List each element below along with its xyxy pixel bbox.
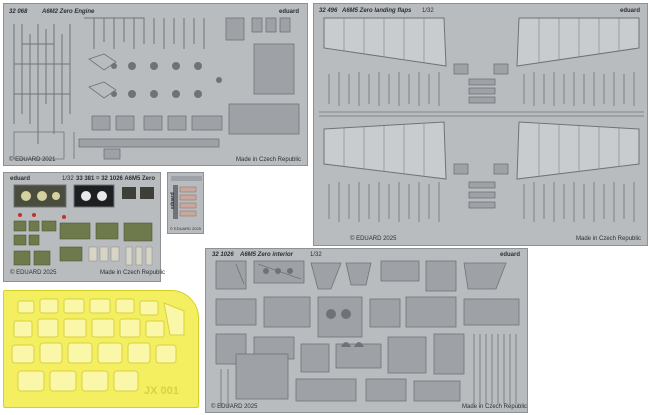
color-fret-parts — [13, 184, 154, 266]
engine-fret: 32 068 A6M2 Zero Engine eduard © EDUARD … — [3, 3, 308, 166]
interior-fret-title: A6M5 Zero interior — [240, 252, 294, 258]
flaps-fret-title: A6M5 Zero landing flaps — [342, 8, 412, 14]
flaps-fret-scale: 1/32 — [422, 8, 434, 14]
color-fret-made: Made in Czech Republic — [100, 270, 166, 276]
flaps-fret-parts — [319, 17, 644, 222]
interior-fret-code: 32 1026 — [212, 252, 234, 258]
color-fret-copyright: © EDUARD 2025 — [10, 270, 57, 276]
interior-fret-copyright: © EDUARD 2025 — [211, 404, 258, 410]
engine-fret-code: 32 068 — [9, 9, 28, 15]
color-fret-scale: 1/32 — [62, 176, 74, 182]
interior-fret-made: Made in Czech Republic — [462, 404, 528, 410]
flaps-fret-code: 32 496 — [319, 8, 338, 14]
small-fret-brand: eduard — [170, 192, 176, 209]
small-fret-parts — [171, 176, 202, 219]
flaps-fret: 32 496 A6M5 Zero landing flaps 1/32 edua… — [313, 3, 648, 246]
engine-fret-brand: eduard — [279, 9, 300, 15]
interior-fret-scale: 1/32 — [310, 252, 322, 258]
color-fret-brand: eduard — [10, 176, 31, 182]
mask-sheet: JX 001 — [3, 290, 199, 408]
engine-fret-copyright: © EDUARD 2021 — [9, 157, 56, 163]
mask-sheet-code: JX 001 — [144, 385, 179, 397]
flaps-fret-made: Made in Czech Republic — [576, 236, 642, 242]
flaps-fret-copyright: © EDUARD 2025 — [350, 236, 397, 242]
flaps-fret-brand: eduard — [620, 8, 641, 14]
color-fret-code: 33 381 = 32 1026 A6M5 Zero — [76, 176, 155, 182]
color-fret: eduard 1/32 33 381 = 32 1026 A6M5 Zero ©… — [3, 172, 165, 282]
engine-fret-made: Made in Czech Republic — [236, 157, 302, 163]
mask-sheet-shapes — [11, 298, 185, 392]
interior-fret-parts — [215, 260, 520, 407]
engine-fret-parts — [13, 17, 300, 160]
engine-fret-title: A6M2 Zero Engine — [42, 9, 95, 15]
small-fret-copyright: © EDUARD 2025 — [170, 226, 201, 231]
interior-fret: 32 1026 A6M5 Zero interior 1/32 eduard ©… — [205, 248, 528, 413]
small-fret: eduard © EDUARD 2025 — [167, 172, 204, 234]
interior-fret-brand: eduard — [500, 252, 521, 258]
